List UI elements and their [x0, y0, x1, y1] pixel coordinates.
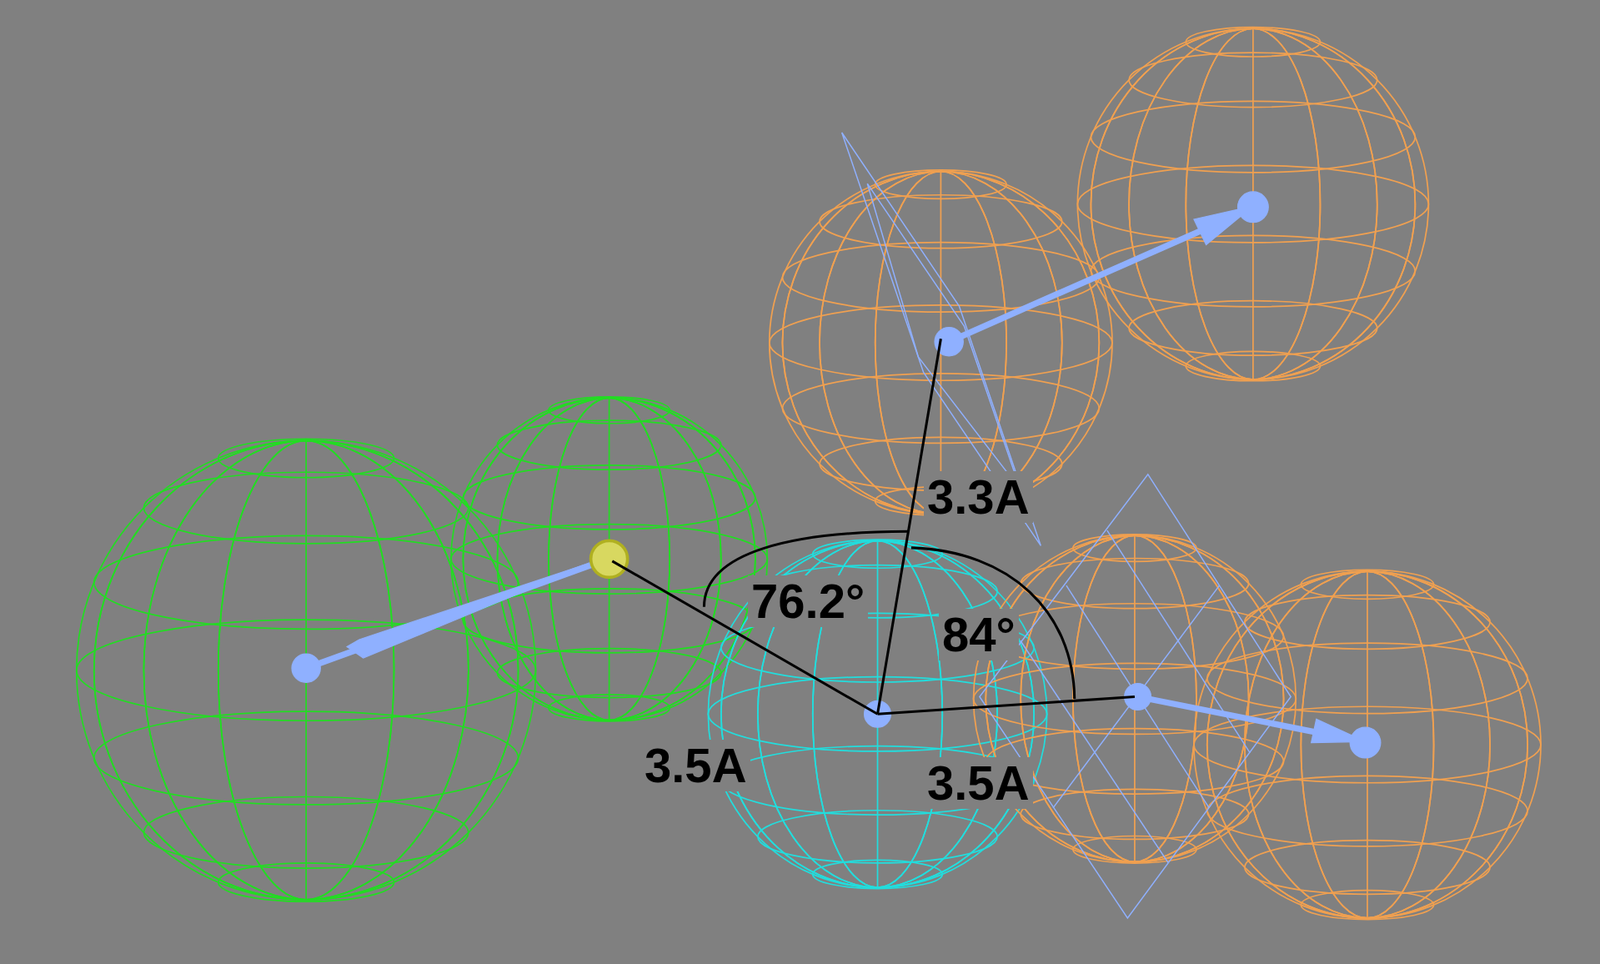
sphere-longitude — [1090, 28, 1415, 380]
sphere-longitude — [94, 440, 519, 899]
sphere-wireframes — [76, 27, 1541, 920]
measurement-label: 84° — [938, 608, 1019, 661]
sphere-longitude — [1128, 28, 1378, 380]
sphere-outline — [1193, 571, 1541, 918]
sphere-wireframe — [1077, 27, 1429, 382]
sphere-longitude — [143, 440, 468, 899]
vector-end — [291, 653, 321, 683]
plane-grid — [1107, 530, 1250, 753]
sphere-outline — [1077, 28, 1429, 380]
plane-grid — [1053, 585, 1219, 808]
sphere-longitude — [1244, 571, 1490, 918]
sphere-longitude — [1185, 28, 1320, 380]
sphere-longitude — [497, 397, 722, 721]
selected-atom — [591, 540, 628, 577]
sphere-longitude — [218, 440, 395, 899]
measurement-label: 3.5A — [641, 739, 751, 792]
measurement-label: 76.2° — [747, 575, 868, 627]
measurement-label: 3.5A — [923, 757, 1034, 809]
distance-line — [611, 561, 878, 714]
measurement-label: 3.3A — [923, 471, 1034, 523]
sphere-longitude — [143, 440, 468, 899]
sphere-outline — [76, 440, 537, 899]
sphere-longitude — [1300, 571, 1434, 918]
sphere-outline — [451, 397, 768, 721]
sphere-longitude — [548, 397, 670, 721]
sphere-longitude — [462, 397, 756, 721]
distance-line — [877, 697, 1135, 715]
sphere-longitude — [1244, 571, 1490, 918]
plane-grid — [1020, 640, 1169, 863]
sphere-longitude — [548, 397, 670, 721]
sphere-longitude — [1185, 28, 1320, 380]
sphere-longitude — [1300, 571, 1434, 918]
distance-line — [877, 338, 942, 714]
vector-planes — [842, 132, 1291, 918]
vector-cone — [346, 558, 602, 658]
sphere-wireframe — [1193, 569, 1541, 919]
sphere-longitude — [1090, 28, 1415, 380]
angle-arc — [911, 547, 1075, 699]
plane — [979, 474, 1291, 918]
measurement-lines — [611, 338, 1135, 714]
sphere-wireframe — [451, 396, 768, 722]
sphere-longitude — [462, 397, 756, 721]
sphere-longitude — [94, 440, 519, 899]
sphere-longitude — [218, 440, 395, 899]
vector-end — [1238, 191, 1269, 223]
sphere-longitude — [1128, 28, 1378, 380]
direction-vectors — [291, 191, 1381, 758]
plane-grid — [1066, 585, 1209, 808]
vector-end — [1349, 727, 1381, 758]
sphere-wireframe — [76, 438, 537, 902]
plane — [867, 183, 1021, 490]
sphere-longitude — [497, 397, 722, 721]
